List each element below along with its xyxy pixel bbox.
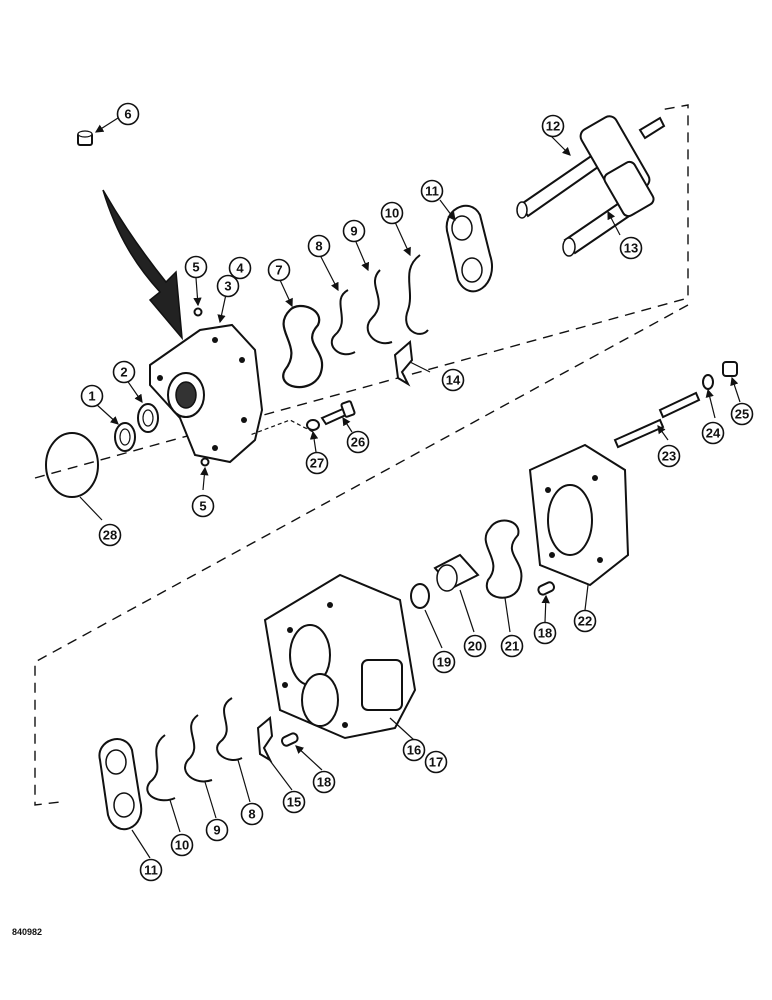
callout-28: 28 [98,523,122,547]
callout-8: 8 [307,234,331,258]
callout-6: 6 [116,102,140,126]
callout-23: 23 [657,444,681,468]
svg-text:11: 11 [144,863,158,878]
svg-text:7: 7 [275,263,282,278]
callout-5: 5 [184,255,208,279]
callout-18b: 18 [312,770,336,794]
callout-5b: 5 [191,494,215,518]
idler-shaft-gear-part [562,160,655,257]
svg-text:18: 18 [538,626,552,641]
svg-text:24: 24 [706,426,721,441]
svg-text:23: 23 [662,449,676,464]
svg-text:20: 20 [468,639,482,654]
callout-24: 24 [701,421,725,445]
callout-3: 3 [216,274,240,298]
svg-text:13: 13 [624,241,638,256]
svg-text:5: 5 [192,260,199,275]
svg-text:9: 9 [213,823,220,838]
shaft-seals-part [114,403,159,452]
callout-10: 10 [380,201,404,225]
svg-text:21: 21 [505,639,519,654]
svg-text:27: 27 [310,456,324,471]
callout-8b: 8 [240,802,264,826]
callout-21: 21 [500,634,524,658]
wear-plate-lower-part [98,738,143,831]
seals-lower-part [146,697,243,802]
callout-17: 17 [424,750,448,774]
svg-text:15: 15 [287,795,301,810]
callout-2: 2 [112,360,136,384]
svg-text:4: 4 [236,261,244,276]
svg-text:8: 8 [315,239,322,254]
assembly-centerlines [34,104,689,806]
svg-text:18: 18 [317,775,331,790]
callout-25: 25 [730,402,754,426]
bearing-part [433,553,480,592]
callout-14: 14 [441,368,465,392]
wear-plate-upper-part [445,204,493,293]
svg-text:14: 14 [446,373,461,388]
pump-rear-body-part [528,443,630,587]
callout-27: 27 [305,451,329,475]
callout-1: 1 [80,384,104,408]
callout-15: 15 [282,790,306,814]
dowel-pin-parts [280,581,556,747]
svg-text:1: 1 [88,389,95,404]
svg-text:12: 12 [546,119,560,134]
svg-text:17: 17 [429,755,443,770]
seal-retainer-upper-part [393,339,414,387]
o-ring-upper-part [282,304,324,389]
svg-text:5: 5 [199,499,206,514]
small-nut-part [77,130,93,146]
callout-12: 12 [541,114,565,138]
svg-text:25: 25 [735,407,749,422]
callout-19: 19 [432,650,456,674]
gear-housing-part [263,573,417,740]
figure-code: 840982 [12,927,42,937]
svg-text:28: 28 [103,528,117,543]
callout-13: 13 [619,236,643,260]
bolt-washer-part [306,400,356,431]
svg-text:10: 10 [385,206,399,221]
leader-lines [79,117,741,859]
o-ring-rear-part [484,519,523,599]
svg-text:2: 2 [120,365,127,380]
callout-11: 11 [420,179,444,203]
callout-22: 22 [573,609,597,633]
callout-9: 9 [342,219,366,243]
callout-9b: 9 [205,818,229,842]
callout-26: 26 [346,430,370,454]
svg-text:3: 3 [224,279,231,294]
seals-upper-part [330,254,429,356]
plug-parts [193,307,210,467]
large-o-ring-part [45,432,99,498]
callout-10b: 10 [170,833,194,857]
svg-text:6: 6 [124,107,131,122]
svg-text:8: 8 [248,807,255,822]
callout-20: 20 [463,634,487,658]
ring-part [410,583,430,609]
direction-arrow [102,189,183,341]
svg-text:19: 19 [437,655,451,670]
svg-text:26: 26 [351,435,365,450]
callout-18: 18 [533,621,557,645]
mounting-flange-part [149,323,264,464]
callout-11b: 11 [139,858,163,882]
callout-16: 16 [402,738,426,762]
svg-text:10: 10 [175,838,189,853]
callout-7: 7 [267,258,291,282]
svg-text:11: 11 [425,184,439,199]
seal-retainer-lower-part [256,716,274,763]
callout-4: 4 [228,256,252,280]
svg-text:16: 16 [407,743,421,758]
svg-text:22: 22 [578,614,592,629]
svg-text:9: 9 [350,224,357,239]
